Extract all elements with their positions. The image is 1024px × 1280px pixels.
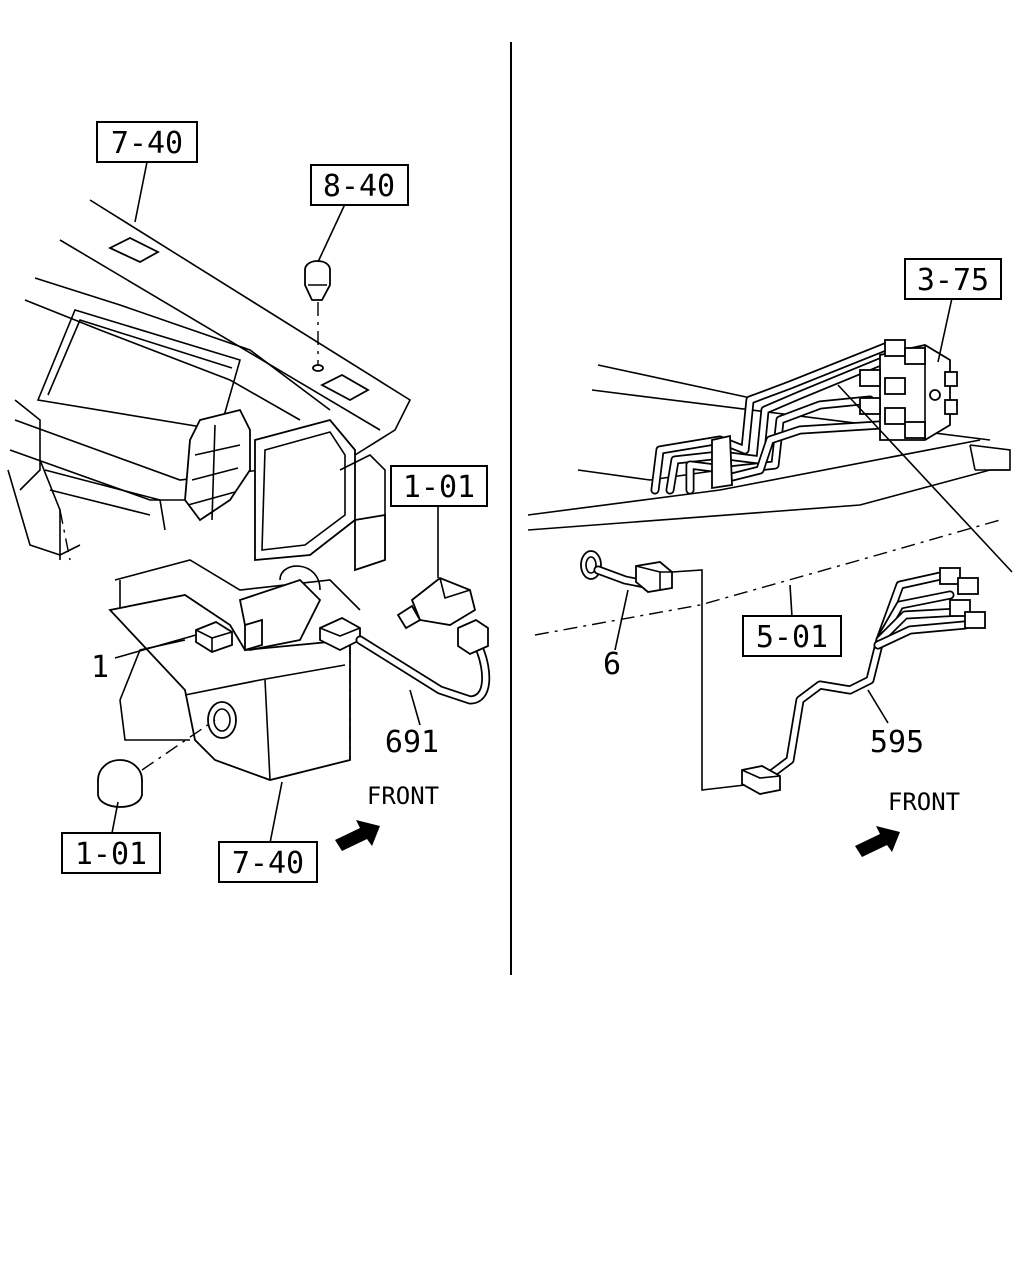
left-panel: 7-40 8-40 1-01 1-01 7-40 1 691 FRONT [7,121,491,883]
svg-text:8-40: 8-40 [323,169,395,204]
front-label-left: FRONT [367,782,439,810]
front-label-right: FRONT [888,788,960,816]
part-691-switch-harness [319,576,491,705]
leader-frame [789,584,793,618]
leader-part-595 [867,689,889,724]
ref-box-knob: 1-01 [61,832,161,874]
leader-part-6 [614,589,629,651]
ref-box-frame: 5-01 [742,615,842,657]
ref-box-switch-upper: 1-01 [390,465,488,507]
svg-text:1-01: 1-01 [75,837,147,872]
ref-box-dash-lower: 7-40 [218,841,318,883]
part-6-connector [580,550,673,593]
leader-valve-block [937,297,953,363]
leader-part-691 [409,689,421,726]
leader-bracket [671,569,746,791]
svg-text:7-40: 7-40 [232,846,304,881]
front-arrow-right [855,826,900,857]
ref-box-clip: 8-40 [310,164,409,206]
svg-text:7-40: 7-40 [111,126,183,161]
callout-part-6: 6 [603,647,621,682]
clip-part [304,260,331,372]
leader-dash-upper [134,161,148,223]
part-1-connector [195,620,233,653]
part-595-harness [741,567,986,795]
callout-part-691: 691 [385,725,439,760]
leader-knob [111,801,119,834]
ref-box-dash-upper: 7-40 [96,121,198,163]
front-arrow-left [335,820,380,851]
callout-part-1: 1 [91,650,109,685]
brake-lines [650,340,895,495]
svg-text:5-01: 5-01 [756,620,828,655]
dashboard-assembly [7,199,412,781]
leader-clip [317,203,346,263]
right-panel: 3-75 5-01 6 595 FRONT [527,258,1013,857]
valve-block [859,339,958,441]
svg-text:3-75: 3-75 [917,263,989,298]
leader-part-1 [114,634,197,659]
leader-dash-lower [269,781,283,844]
leader-diagonal [837,384,1013,573]
callout-part-595: 595 [870,725,924,760]
ref-box-valve-block: 3-75 [904,258,1002,300]
knob-part [97,719,216,808]
svg-text:1-01: 1-01 [403,470,475,505]
